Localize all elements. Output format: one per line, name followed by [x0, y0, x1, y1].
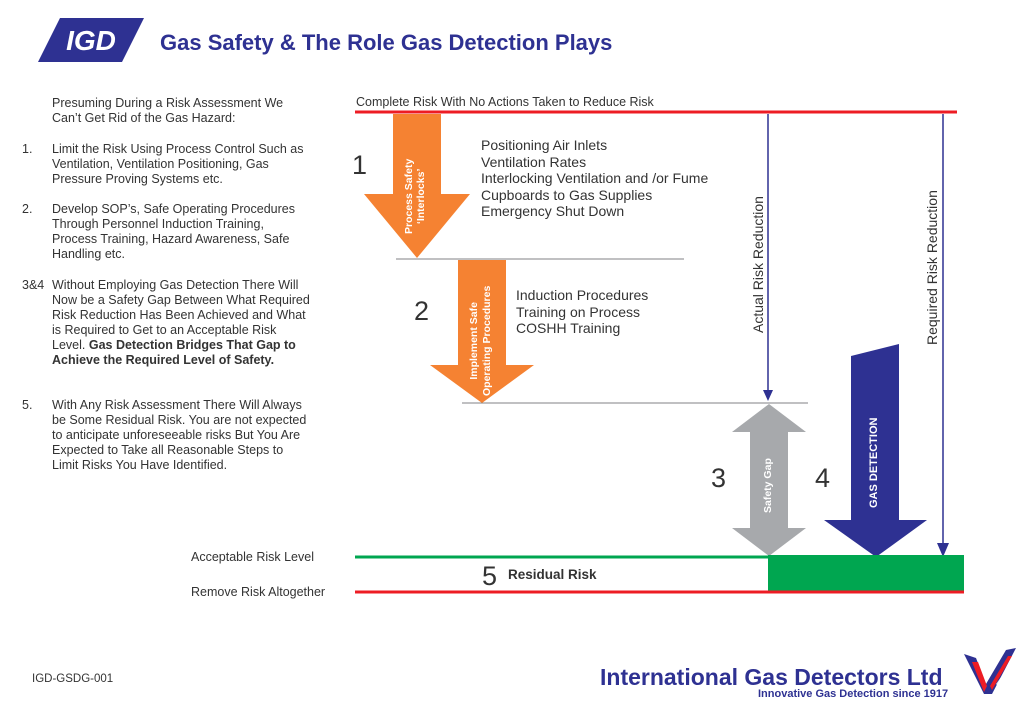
step-number-5: 5: [482, 561, 498, 591]
item-text: With Any Risk Assessment There Will Alwa…: [52, 398, 307, 472]
item-number: 5.: [22, 398, 33, 412]
intro-text: Presuming During a Risk Assessment We Ca…: [52, 96, 284, 125]
list-item: Emergency Shut Down: [481, 203, 625, 219]
igd-emblem-icon: [964, 648, 1016, 694]
company-tagline: Innovative Gas Detection since 1917: [758, 688, 949, 700]
document-code: IGD-GSDG-001: [32, 673, 114, 685]
sop-arrow: [430, 260, 534, 403]
company-name: International Gas Detectors Ltd: [600, 664, 943, 690]
item-number: 3&4: [22, 278, 45, 292]
logo-text: IGD: [66, 25, 116, 56]
residual-risk-block: [768, 555, 964, 592]
safety-gap-label: Safety Gap: [762, 458, 774, 513]
list-item: Interlocking Ventilation and /or Fume: [481, 170, 709, 186]
actual-risk-arrowhead: [763, 390, 773, 401]
list-item: Induction Procedures: [516, 287, 649, 303]
list-item: Positioning Air Inlets: [481, 137, 608, 153]
igd-logo: IGD: [38, 18, 144, 62]
residual-risk-label: Residual Risk: [508, 567, 597, 582]
gas-detection-arrow: [824, 344, 927, 557]
item-text: Develop SOP’s, Safe Operating Procedures…: [52, 202, 295, 261]
step1-list: Positioning Air Inlets Ventilation Rates…: [481, 137, 708, 220]
item-bold-text: Gas Detection Bridges That Gap to Achiev…: [52, 338, 296, 367]
item-text: Without Employing Gas Detection There Wi…: [52, 278, 310, 352]
step-number-2: 2: [414, 296, 430, 326]
item-number: 1.: [22, 142, 33, 156]
list-item: Ventilation Rates: [481, 153, 587, 170]
step-number-1: 1: [352, 150, 368, 180]
item-3-4-paragraph: Without Employing Gas Detection There Wi…: [52, 278, 312, 368]
list-item: Cupboards to Gas Supplies: [481, 186, 653, 203]
item-number: 2.: [22, 202, 33, 216]
remove-risk-label: Remove Risk Altogether: [191, 585, 326, 599]
step-number-3: 3: [711, 463, 727, 493]
step-number-4: 4: [815, 463, 831, 493]
process-safety-arrow: [364, 114, 470, 258]
actual-risk-reduction-label: Actual Risk Reduction: [750, 196, 766, 333]
safety-gap-arrow: [732, 404, 806, 556]
step2-list: Induction Procedures Training on Process…: [516, 287, 648, 337]
acceptable-risk-label: Acceptable Risk Level: [191, 550, 314, 564]
required-risk-reduction-label: Required Risk Reduction: [924, 190, 940, 345]
list-item: Training on Process: [516, 303, 640, 320]
process-safety-arrow-label: Process Safety ‘Interlocks’: [403, 158, 427, 234]
gas-detection-label: GAS DETECTION: [868, 417, 880, 508]
item-text: Limit the Risk Using Process Control Suc…: [52, 142, 304, 186]
complete-risk-label: Complete Risk With No Actions Taken to R…: [356, 95, 654, 109]
page-title: Gas Safety & The Role Gas Detection Play…: [160, 30, 613, 55]
list-item: COSHH Training: [516, 320, 621, 336]
sop-arrow-label: Implement Safe Operating Procedures: [468, 285, 493, 396]
required-risk-arrowhead: [937, 543, 949, 557]
